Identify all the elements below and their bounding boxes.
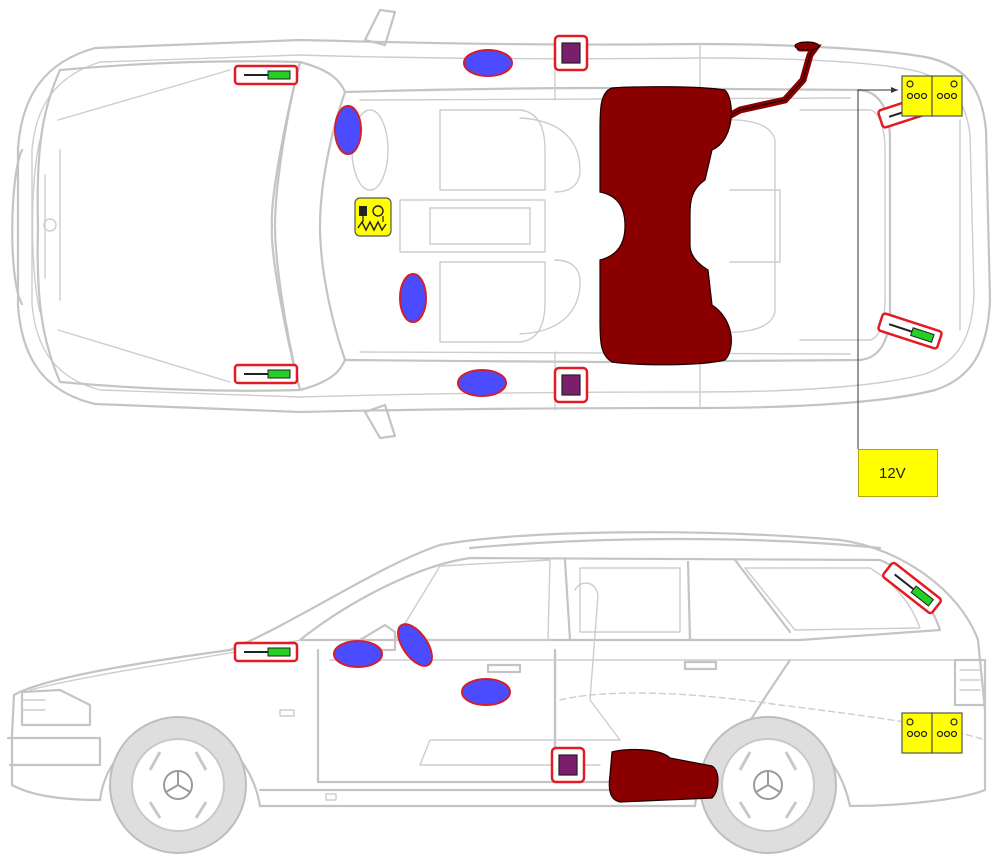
top-view-mirror-left xyxy=(363,403,397,440)
battery-icon xyxy=(901,712,963,754)
airbag-icon xyxy=(461,678,511,706)
gas-strut-icon xyxy=(233,641,299,663)
gas-strut-icon xyxy=(881,561,943,615)
battery-voltage-text: 12V xyxy=(879,464,906,482)
top-view-body-outline xyxy=(16,38,992,414)
side-view-roof-rail xyxy=(468,537,882,550)
seatbelt-pretensioner-icon xyxy=(550,746,586,784)
gas-strut-icon xyxy=(233,64,299,86)
top-view-mirror-right xyxy=(363,8,397,47)
battery-voltage-label: 12V xyxy=(858,449,938,497)
airbag-icon xyxy=(463,49,513,77)
top-view-cargo-area xyxy=(799,109,886,341)
side-view-front-bumper xyxy=(6,736,102,767)
top-view-front-bumper xyxy=(11,148,24,306)
airbag-icon xyxy=(334,105,362,155)
airbag-control-unit-icon xyxy=(354,197,392,237)
top-view-front-seat-left xyxy=(439,261,546,343)
top-view-cabin-outline xyxy=(343,86,892,364)
side-view-front-wheel xyxy=(109,716,247,854)
top-view-car xyxy=(11,8,992,440)
seatbelt-pretensioner-icon xyxy=(553,34,589,72)
side-view-door-handle-rear xyxy=(683,660,718,671)
battery-icon xyxy=(901,75,963,117)
airbag-icon xyxy=(397,623,433,667)
side-view-indicator xyxy=(279,709,295,717)
top-view-rear-seat xyxy=(699,118,776,334)
airbag-icon xyxy=(333,640,383,668)
top-view-emblem xyxy=(43,218,57,232)
battery-leader-line xyxy=(857,89,898,449)
side-view-headlight xyxy=(20,688,92,727)
side-view-seat xyxy=(419,582,621,766)
airbag-icon xyxy=(399,273,427,323)
fuel-tank-top xyxy=(599,86,732,366)
side-view-tail-light xyxy=(953,658,987,707)
gas-strut-icon xyxy=(233,363,299,385)
airbag-icon xyxy=(457,369,507,397)
top-view-body-inner xyxy=(31,54,975,398)
top-view-front-seat-right xyxy=(439,109,546,191)
seatbelt-pretensioner-icon xyxy=(553,366,589,404)
side-view-rear-wheel xyxy=(699,716,837,854)
top-view-center-console xyxy=(399,199,546,253)
side-view-door-handle-front xyxy=(486,663,522,674)
fuel-tank-side xyxy=(608,748,719,803)
gas-strut-icon xyxy=(877,312,943,350)
